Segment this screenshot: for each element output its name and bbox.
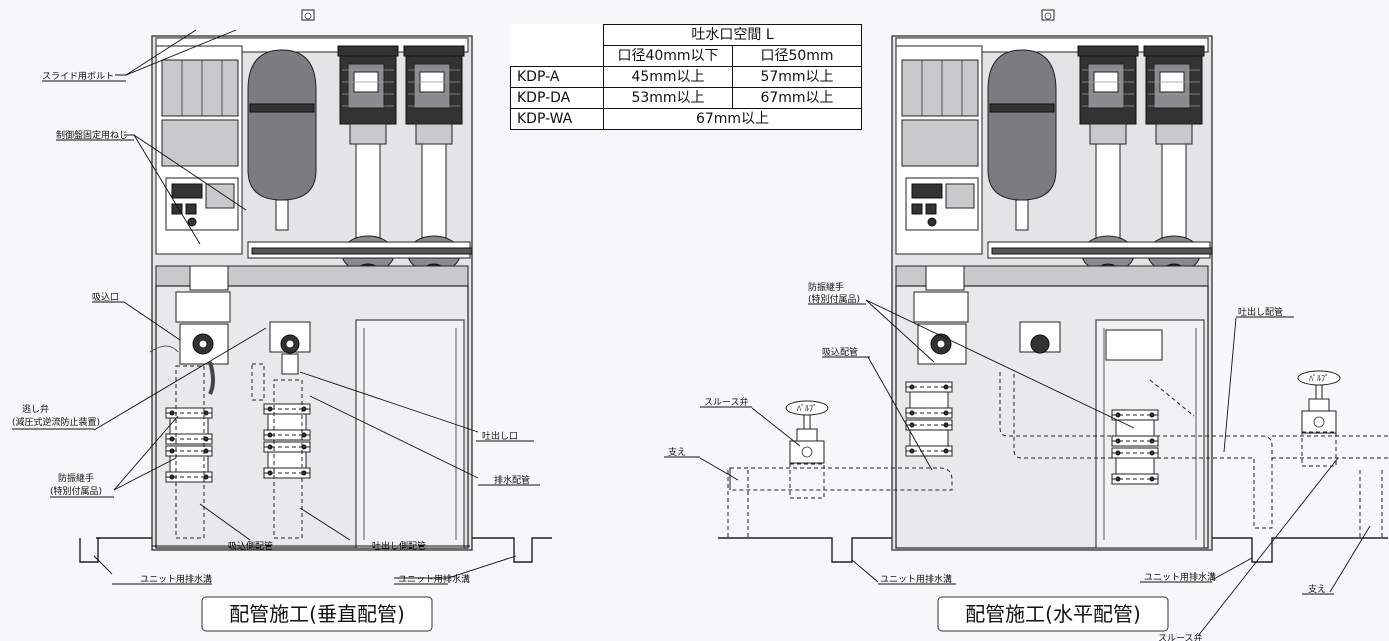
label-drain-ditch-right: ユニット用排水溝 <box>398 573 470 585</box>
label-slide-bolt: スライド用ボルト <box>42 71 114 82</box>
table-value-cell: 53mm以上 <box>603 87 733 109</box>
label-suction-side-pipe: 吸込側配管 <box>228 540 273 552</box>
table-row: KDP-A 45mm以上 57mm以上 <box>510 66 862 88</box>
label-suction-pipe: 吸込配管 <box>822 346 858 358</box>
label-vib-joint-right-sub: (特別付属品) <box>808 293 860 305</box>
right-title: 配管施工(水平配管) <box>965 602 1141 626</box>
label-vib-joint: 防振継手 <box>58 472 94 484</box>
right-unit-view <box>718 10 1388 563</box>
table-value-cell: 67mm以上 <box>732 87 862 109</box>
table-merged-value-cell: 67mm以上 <box>603 108 862 130</box>
table-row: KDP-WA 67mm以上 <box>510 108 862 130</box>
table-col-header: 口径50mm <box>732 45 862 67</box>
label-sluice-valve-bottom: スルース弁 <box>1158 632 1203 641</box>
label-relief-valve: 逃し弁 <box>22 403 49 415</box>
table-header-row: 吐水口空間 L <box>511 24 862 46</box>
table-value-cell: 45mm以上 <box>603 66 733 88</box>
table-column-row: 口径40mm以下 口径50mm <box>511 45 862 67</box>
right-leader-lines <box>699 299 1371 637</box>
table-value-cell: 57mm以上 <box>732 66 862 88</box>
label-panel-screw: 制御盤固定用ねじ <box>56 129 128 141</box>
label-discharge-side-pipe: 吐出し側配管 <box>372 540 426 552</box>
table-model-cell: KDP-DA <box>510 87 604 109</box>
table-model-cell: KDP-WA <box>510 108 604 130</box>
left-labels: スライド用ボルト 制御盤固定用ねじ 吸込口 逃し弁 (減圧式逆流防止装置) 防振… <box>12 71 540 585</box>
label-discharge-pipe: 吐出し配管 <box>1238 306 1283 318</box>
left-title: 配管施工(垂直配管) <box>229 602 405 626</box>
right-labels: 防振継手 (特別付属品) 吸込配管 スルース弁 支え 吐出し配管 ユニット用排水… <box>664 281 1334 641</box>
label-support-right: 支え <box>1308 583 1326 595</box>
left-leader-lines <box>93 29 517 579</box>
table-corner-blank-2 <box>511 46 604 67</box>
label-vib-joint-sub: (特別付属品) <box>50 485 102 497</box>
label-sluice-valve-left: スルース弁 <box>704 396 749 408</box>
table-model-cell: KDP-A <box>510 66 604 88</box>
right-title-box: 配管施工(水平配管) <box>937 596 1169 632</box>
table-row: KDP-DA 53mm以上 67mm以上 <box>510 87 862 109</box>
left-unit-view <box>79 10 552 563</box>
label-drain-ditch-right-view-right: ユニット用排水溝 <box>1144 571 1216 583</box>
label-drain-pipe: 排水配管 <box>494 474 530 486</box>
left-title-box: 配管施工(垂直配管) <box>201 596 433 632</box>
table-corner-blank <box>511 25 604 46</box>
label-drain-ditch-right-view-left: ユニット用排水溝 <box>880 573 952 585</box>
table-title-cell: 吐水口空間 L <box>603 24 862 46</box>
spacing-spec-table: 吐水口空間 L 口径40mm以下 口径50mm KDP-A 45mm以上 57m… <box>510 24 862 130</box>
table-col-header: 口径40mm以下 <box>603 45 733 67</box>
label-suction-port: 吸込口 <box>92 292 119 303</box>
label-drain-ditch-left: ユニット用排水溝 <box>140 573 212 585</box>
label-discharge-port: 吐出し口 <box>482 430 518 442</box>
label-support-left: 支え <box>668 446 686 458</box>
label-vib-joint-right: 防振継手 <box>808 281 844 293</box>
label-relief-valve-sub: (減圧式逆流防止装置) <box>12 416 100 428</box>
